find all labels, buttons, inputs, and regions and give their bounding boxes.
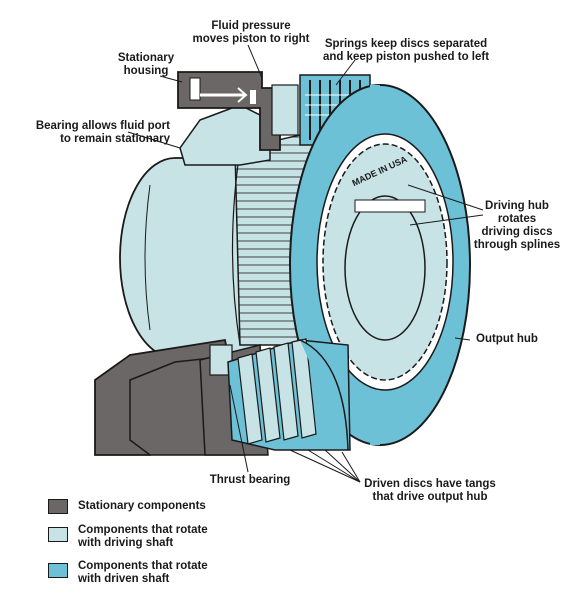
label-springs: Springs keep discs separated and keep pi… xyxy=(322,38,490,63)
legend-swatch-driving xyxy=(48,527,68,542)
label-output-hub: Output hub xyxy=(476,333,538,345)
output-hub xyxy=(289,84,471,446)
legend-label-driven: Components that rotate with driven shaft xyxy=(78,560,208,585)
legend-swatch-driven xyxy=(48,563,68,578)
label-driven-discs: Driven discs have tangs that drive outpu… xyxy=(364,478,496,503)
legend-label-driving: Components that rotate with driving shaf… xyxy=(78,524,208,549)
label-fluid-pressure: Fluid pressure moves piston to right xyxy=(192,20,310,45)
label-driving-hub: Driving hub rotates driving discs throug… xyxy=(473,200,561,251)
bottom-disc-pack xyxy=(227,338,351,451)
label-thrust-bearing: Thrust bearing xyxy=(209,474,291,486)
stationary-housing xyxy=(177,71,299,166)
label-bearing: Bearing allows fluid port to remain stat… xyxy=(35,120,170,145)
legend-label-stationary: Stationary components xyxy=(78,500,206,512)
leader-lines xyxy=(127,44,484,483)
legend-swatch-stationary xyxy=(48,499,68,514)
label-stationary-housing: Stationary housing xyxy=(117,52,175,77)
